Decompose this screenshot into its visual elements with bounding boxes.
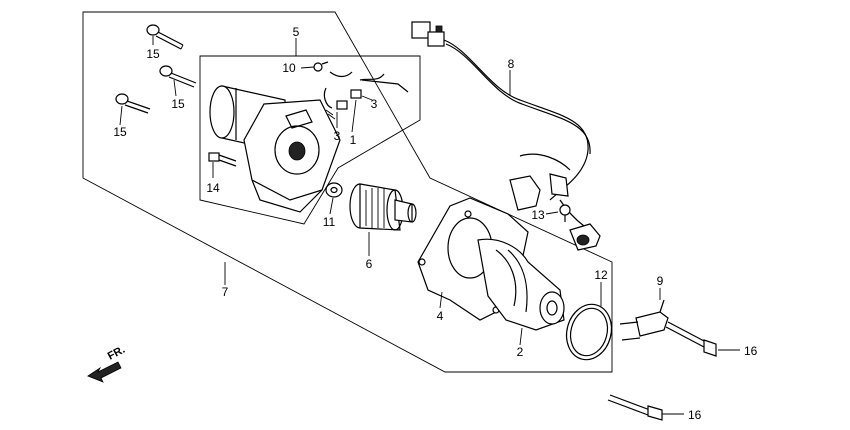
callout-3-left: 3 [334, 129, 341, 143]
starter-drive-6 [349, 183, 417, 231]
callout-16-lower: 16 [688, 408, 702, 422]
motor-subassembly-frame [199, 55, 421, 225]
callout-14: 14 [206, 181, 220, 195]
callout-15-lower: 15 [113, 125, 127, 139]
callout-1: 1 [350, 133, 357, 147]
o-ring-12 [565, 303, 613, 361]
callout-10: 10 [282, 61, 296, 75]
wire-harness-8 [411, 21, 601, 251]
callout-3-right: 3 [371, 97, 378, 111]
bolt-15-lower [115, 93, 151, 114]
callout-15-middle: 15 [171, 97, 185, 111]
nose-cone-2 [477, 238, 565, 331]
callout-11: 11 [323, 215, 336, 229]
callout-7: 7 [222, 285, 229, 299]
callout-15-top: 15 [146, 47, 160, 61]
callout-9: 9 [657, 274, 664, 288]
callout-8: 8 [508, 57, 515, 71]
forward-direction-arrow [87, 361, 122, 383]
callout-16-upper: 16 [744, 344, 758, 358]
callout-4: 4 [437, 309, 444, 323]
callout-2: 2 [517, 345, 524, 359]
bolt-14 [208, 152, 237, 167]
starter-motor-body [209, 85, 341, 213]
brush-set [313, 61, 409, 120]
leader-lines [119, 36, 740, 415]
bolt-16-lower [607, 394, 663, 421]
washer-11 [325, 182, 343, 198]
callout-13: 13 [531, 208, 545, 222]
callout-5: 5 [293, 25, 300, 39]
bracket-9 [619, 299, 669, 341]
outer-assembly-frame [82, 11, 613, 373]
screw-13 [559, 204, 571, 222]
bolt-15-middle [159, 65, 197, 88]
bolt-15-top [146, 24, 184, 50]
callout-6: 6 [366, 257, 373, 271]
forward-direction-label: FR. [106, 344, 127, 363]
bolt-16-upper [665, 321, 717, 357]
callout-12: 12 [594, 268, 608, 282]
